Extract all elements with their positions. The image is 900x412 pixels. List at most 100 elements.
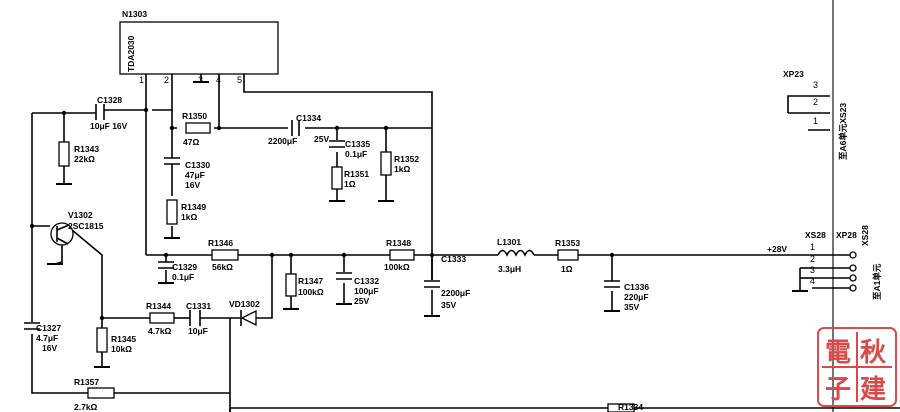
supply-voltage-label: +28V (767, 244, 787, 254)
capacitor-c1329: C1329 0.1μF (158, 261, 197, 282)
connector-xp28: XP28 XS28 至A1单元 (836, 225, 882, 300)
ic-part-number: TDA2030 (126, 35, 136, 72)
ic-pin-1: 1 (139, 75, 144, 85)
xs28-pin-4: 4 (810, 276, 815, 286)
capacitor-c1332: C1332 100μF 25V (336, 272, 379, 306)
capacitor-c1333: C1333 2200μF 35V (424, 254, 470, 310)
c1332-value: 100μF (354, 286, 379, 296)
c1335-ref: C1335 (345, 139, 370, 149)
ic-pin-5: 5 (237, 75, 242, 85)
xp23-pin-3: 3 (813, 80, 818, 90)
ic-body (119, 21, 279, 75)
xp23-destination: 至A6单元XS23 (838, 103, 848, 160)
c1330-voltage: 16V (185, 180, 200, 190)
seal-stamp: 電 秋 子 建 (817, 327, 897, 407)
resistor-r1347: R1347 100kΩ (285, 273, 324, 297)
xs28-pin-1: 1 (810, 242, 815, 252)
c1336-ref: C1336 (624, 282, 649, 292)
xp28-mating: XS28 (860, 225, 870, 246)
v1302-value: 2SC1815 (68, 221, 104, 231)
c1330-ref: C1330 (185, 160, 210, 170)
c1329-value: 0.1μF (172, 272, 194, 282)
c1334-voltage: 25V (314, 134, 329, 144)
c1333-voltage: 35V (441, 300, 456, 310)
junctions (29, 107, 615, 321)
r1346-value: 56kΩ (212, 262, 233, 272)
r1351-ref: R1351 (344, 169, 369, 179)
capacitor-c1336: C1336 220μF 35V (604, 280, 649, 312)
vd1302-ref: VD1302 (229, 299, 260, 309)
c1334-value: 2200μF (268, 136, 297, 146)
c1328-ref: C1328 (97, 95, 122, 105)
xp23-pin-1: 1 (813, 116, 818, 126)
c1327-voltage: 16V (42, 343, 57, 353)
c1333-ref: C1333 (441, 254, 466, 264)
c1333-value: 2200μF (441, 288, 470, 298)
r1345-value: 10kΩ (111, 344, 132, 354)
xp23-name: XP23 (783, 69, 804, 79)
ic-pin-2: 2 (164, 75, 169, 85)
resistor-r1350: R1350 47Ω (182, 111, 211, 147)
r1353-ref: R1353 (555, 238, 580, 248)
r1353-value: 1Ω (561, 264, 573, 274)
xp28-destination: 至A1单元 (872, 263, 882, 300)
xp28-name: XP28 (836, 230, 857, 240)
resistor-r1353: R1353 1Ω (555, 238, 580, 274)
r1344-ref: R1344 (146, 301, 171, 311)
ic-name: N1303 (122, 9, 147, 19)
c1329-ref: C1329 (172, 262, 197, 272)
resistor-r1346: R1346 56kΩ (208, 238, 239, 272)
ground-symbols (47, 81, 808, 368)
r1347-ref: R1347 (298, 276, 323, 286)
resistor-r1352: R1352 1kΩ (380, 151, 419, 176)
c1336-voltage: 35V (624, 302, 639, 312)
inductor-l1301: L1301 3.3μH (497, 237, 535, 274)
xs28-name: XS28 (805, 230, 826, 240)
seal-char-1: 電 (825, 337, 851, 367)
ic-n1303: N1303 TDA2030 1 2 3 4 5 (119, 9, 279, 85)
capacitor-c1331: C1331 10μF (186, 301, 211, 336)
r1348-value: 100kΩ (384, 262, 410, 272)
xs28-pin-2: 2 (810, 254, 815, 264)
r1334-ref: R1334 (618, 402, 643, 412)
resistor-r1334: R1334 (607, 402, 643, 412)
c1331-ref: C1331 (186, 301, 211, 311)
v1302-ref: V1302 (68, 210, 93, 220)
r1348-ref: R1348 (386, 238, 411, 248)
resistor-r1348: R1348 100kΩ (384, 238, 415, 272)
r1345-ref: R1345 (111, 334, 136, 344)
c1334-ref: C1334 (296, 113, 321, 123)
r1344-value: 4.7kΩ (148, 326, 172, 336)
seal-char-4: 建 (860, 374, 886, 404)
r1352-value: 1kΩ (394, 164, 410, 174)
resistor-r1351: R1351 1Ω (331, 166, 369, 190)
capacitor-c1327: C1327 4.7μF 16V (24, 322, 61, 353)
capacitor-c1328: C1328 10μF 16V (90, 95, 128, 131)
resistor-r1357: R1357 2.7kΩ (74, 377, 115, 412)
xp23-pin-2: 2 (813, 97, 818, 107)
r1352-ref: R1352 (394, 154, 419, 164)
wires (31, 0, 900, 412)
resistor-r1349: R1349 1kΩ (166, 199, 206, 225)
c1331-value: 10μF (188, 326, 208, 336)
r1349-ref: R1349 (181, 202, 206, 212)
r1346-ref: R1346 (208, 238, 233, 248)
resistor-r1343: R1343 22kΩ (58, 141, 99, 167)
l1301-ref: L1301 (497, 237, 521, 247)
resistor-r1345: R1345 10kΩ (96, 327, 136, 354)
capacitor-c1335: C1335 0.1μF (329, 139, 370, 159)
c1330-value: 47μF (185, 170, 205, 180)
r1343-ref: R1343 (74, 144, 99, 154)
resistor-r1344: R1344 4.7kΩ (146, 301, 175, 336)
c1332-voltage: 25V (354, 296, 369, 306)
c1336-value: 220μF (624, 292, 649, 302)
connector-xs28: XS28 1 2 3 4 (805, 230, 857, 292)
r1351-value: 1Ω (344, 179, 356, 189)
c1335-value: 0.1μF (345, 149, 367, 159)
seal-char-2: 秋 (860, 337, 887, 367)
r1349-value: 1kΩ (181, 212, 197, 222)
c1332-ref: C1332 (354, 276, 379, 286)
diode-vd1302: VD1302 (229, 299, 260, 327)
transistor-v1302: V1302 2SC1815 (50, 210, 104, 246)
